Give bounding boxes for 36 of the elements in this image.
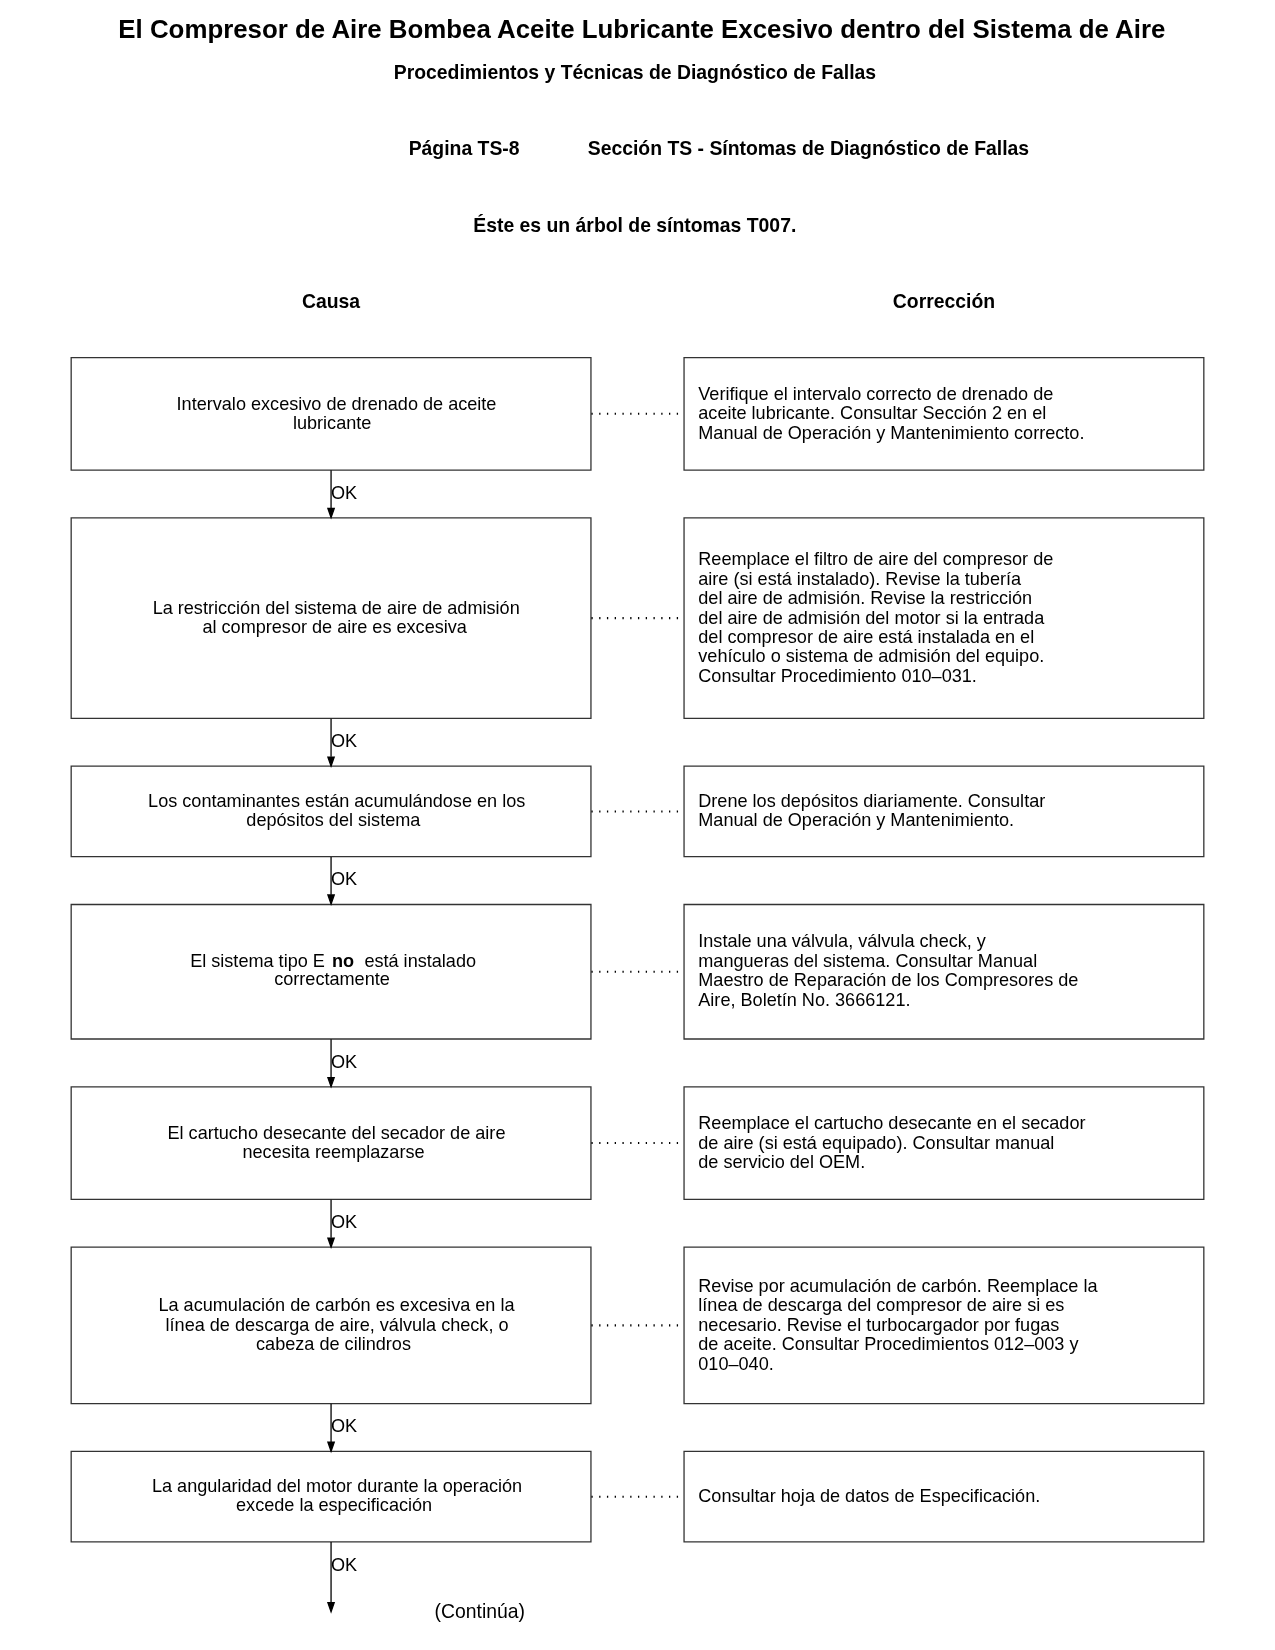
node-box: Instale una válvula, válvula check, y mangueras del sistema. Consultar Manual Maestro de Reparación de los Compresores de Aire, Boletín No. 3666121.: [683, 903, 1205, 1040]
node-box: Reemplace el filtro de aire del compresor de aire (si está instalado). Revise la tubería del aire de admisión. Revise la restricción del aire de admisión del motor si la entrada del compresor de aire está instalada en el vehículo o sistema de admisión del equipo. Consultar Procedimiento 010–031.: [683, 517, 1205, 719]
node-box: La restricción del sistema de aire de admisión al compresor de aire es excesiva: [70, 517, 592, 719]
edge-label: OK: [331, 1554, 358, 1575]
arrow: [327, 469, 336, 520]
edge-label: OK: [331, 482, 358, 503]
edge-label: OK: [331, 869, 358, 890]
edge-label: OK: [331, 731, 358, 752]
node-box: Revise por acumulación de carbón. Reemplace la línea de descarga del compresor de aire si es necesario. Revise el turbocargador por fugas de aceite. Consultar Procedimientos 012–003 y 010–040.: [683, 1246, 1205, 1405]
node-box: La angularidad del motor durante la operación excede la especificación: [70, 1450, 592, 1543]
node-box: Consultar hoja de datos de Especificación.: [683, 1450, 1205, 1543]
label: Sección TS - Síntomas de Diagnóstico de Fallas: [587, 137, 1030, 160]
node-box: La acumulación de carbón es excesiva en la línea de descarga de aire, válvula check, o cabeza de cilindros: [70, 1246, 592, 1405]
node-box: El sistema tipo E no está instalado correctamente: [70, 903, 592, 1040]
arrow: [327, 1541, 336, 1614]
node-box: Los contaminantes están acumulándose en los depósitos del sistema: [70, 765, 592, 858]
arrow: [327, 718, 336, 769]
edge-label: OK: [331, 1212, 358, 1233]
label: Causa: [301, 289, 361, 312]
edge-label: OK: [331, 1416, 358, 1437]
node-box: Reemplace el cartucho desecante en el secador de aire (si está equipado). Consultar manual de servicio del OEM.: [683, 1086, 1205, 1200]
diagram-title: El Compresor de Aire Bombea Aceite Lubricante Excesivo dentro del Sistema de Aire: [118, 15, 1166, 44]
arrow: [327, 1403, 336, 1454]
label: Procedimientos y Técnicas de Diagnóstico de Fallas: [393, 60, 877, 83]
arrow: [327, 1038, 336, 1089]
label: (Continúa): [434, 1599, 525, 1622]
arrow: [327, 1199, 336, 1250]
label: Corrección: [892, 289, 996, 312]
label: Página TS-8: [408, 137, 520, 160]
node-box: Intervalo excesivo de drenado de aceite lubricante: [70, 356, 592, 471]
node-box: El cartucho desecante del secador de aire necesita reemplazarse: [70, 1086, 592, 1200]
label: Éste es un árbol de síntomas T007.: [473, 213, 797, 236]
node-box: Verifique el intervalo correcto de drenado de aceite lubricante. Consultar Sección 2 en el Manual de Operación y Mantenimiento correcto.: [683, 356, 1205, 471]
arrow: [327, 856, 336, 906]
node-box: Drene los depósitos diariamente. Consultar Manual de Operación y Mantenimiento.: [683, 765, 1205, 858]
edge-label: OK: [331, 1051, 358, 1072]
